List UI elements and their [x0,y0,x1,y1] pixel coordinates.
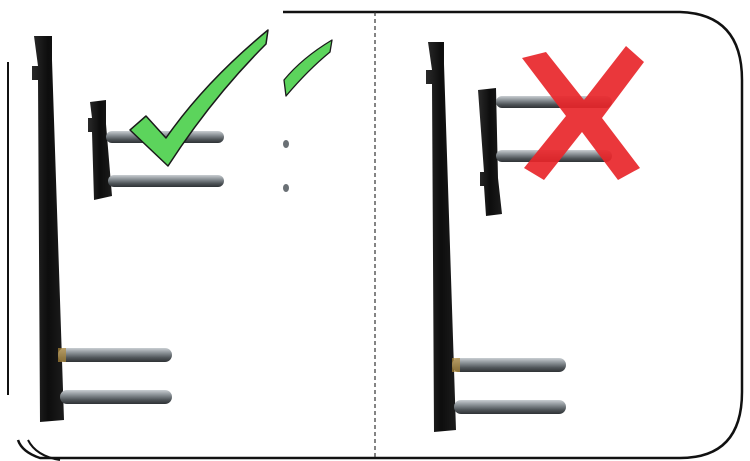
outer-frame [16,10,744,460]
bottom-pin-lower [454,400,566,414]
checkmark-icon [129,29,269,167]
pin-tip-fragment [283,140,289,148]
checkmark-fragment-icon [283,39,333,97]
tall-bracket-left [32,36,64,422]
small-pin-lower-left [108,175,224,187]
bottom-pins-left [58,348,172,404]
panel-incorrect [426,42,644,432]
small-bracket-right [478,88,502,216]
bottom-pin-upper [452,358,566,372]
cross-icon [522,46,644,180]
panel-correct [27,29,334,461]
tall-bracket-right [426,42,456,432]
pin-tip-fragment [283,184,289,192]
bottom-pin-lower [60,390,172,404]
small-bracket-left [88,100,112,200]
bottom-pin-upper [58,348,172,362]
bottom-pins-right [452,358,566,414]
corner-arc [27,439,61,461]
